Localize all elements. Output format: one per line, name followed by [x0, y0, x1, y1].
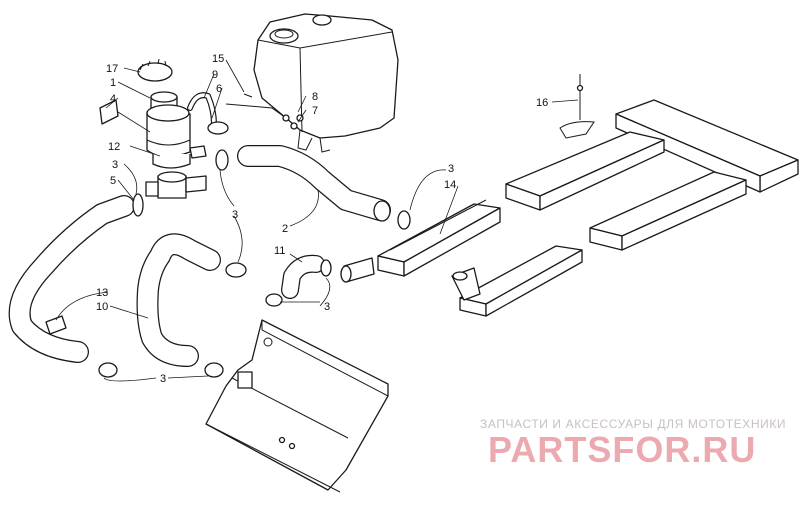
- callout-5: 5: [110, 175, 116, 187]
- callout-16: 16: [536, 97, 548, 109]
- callout-3-upper-left: 3: [112, 159, 118, 171]
- leader-lines: [55, 59, 579, 382]
- watermark: ЗАПЧАСТИ И АКСЕССУАРЫ ДЛЯ МОТОТЕХНИКИ PA…: [480, 417, 786, 470]
- hose-short: [281, 254, 375, 299]
- callout-labels: 17 1 4 15 9 6 8 7 12 3 5 3 2 3 14 16 11 …: [96, 53, 548, 385]
- callout-17: 17: [106, 63, 118, 75]
- callout-15: 15: [212, 53, 224, 65]
- filler-neck-bottle: [137, 58, 207, 199]
- hose-clamps: [45, 149, 411, 378]
- callout-13: 13: [96, 287, 108, 299]
- watermark-brand: PARTSFOR.RU: [488, 429, 756, 470]
- coolant-reservoir-tank: [253, 13, 399, 153]
- callout-10: 10: [96, 301, 108, 313]
- callout-3-lower-center: 3: [324, 301, 330, 313]
- hose-middle: [136, 233, 221, 367]
- callout-9: 9: [212, 69, 218, 81]
- hose-upper: [237, 145, 391, 222]
- watermark-subtitle: ЗАПЧАСТИ И АКСЕССУАРЫ ДЛЯ МОТОТЕХНИКИ: [480, 417, 786, 431]
- radiator: [205, 319, 389, 493]
- callout-7: 7: [312, 105, 318, 117]
- gasket-plate: [99, 99, 119, 125]
- callout-3-center: 3: [232, 209, 238, 221]
- callout-3-right: 3: [448, 163, 454, 175]
- heat-exchanger-lower: [451, 245, 583, 317]
- hose-left: [8, 195, 135, 363]
- callout-2: 2: [282, 223, 288, 235]
- callout-3-bottom: 3: [160, 373, 166, 385]
- callout-1: 1: [110, 77, 116, 89]
- rear-tunnel-frame: [505, 74, 799, 251]
- callout-6: 6: [216, 83, 222, 95]
- callout-11: 11: [274, 245, 285, 257]
- callout-4: 4: [110, 93, 116, 105]
- callout-14: 14: [444, 179, 456, 191]
- callout-12: 12: [108, 141, 120, 153]
- callout-8: 8: [312, 91, 318, 103]
- heat-exchanger-upper: [377, 199, 501, 277]
